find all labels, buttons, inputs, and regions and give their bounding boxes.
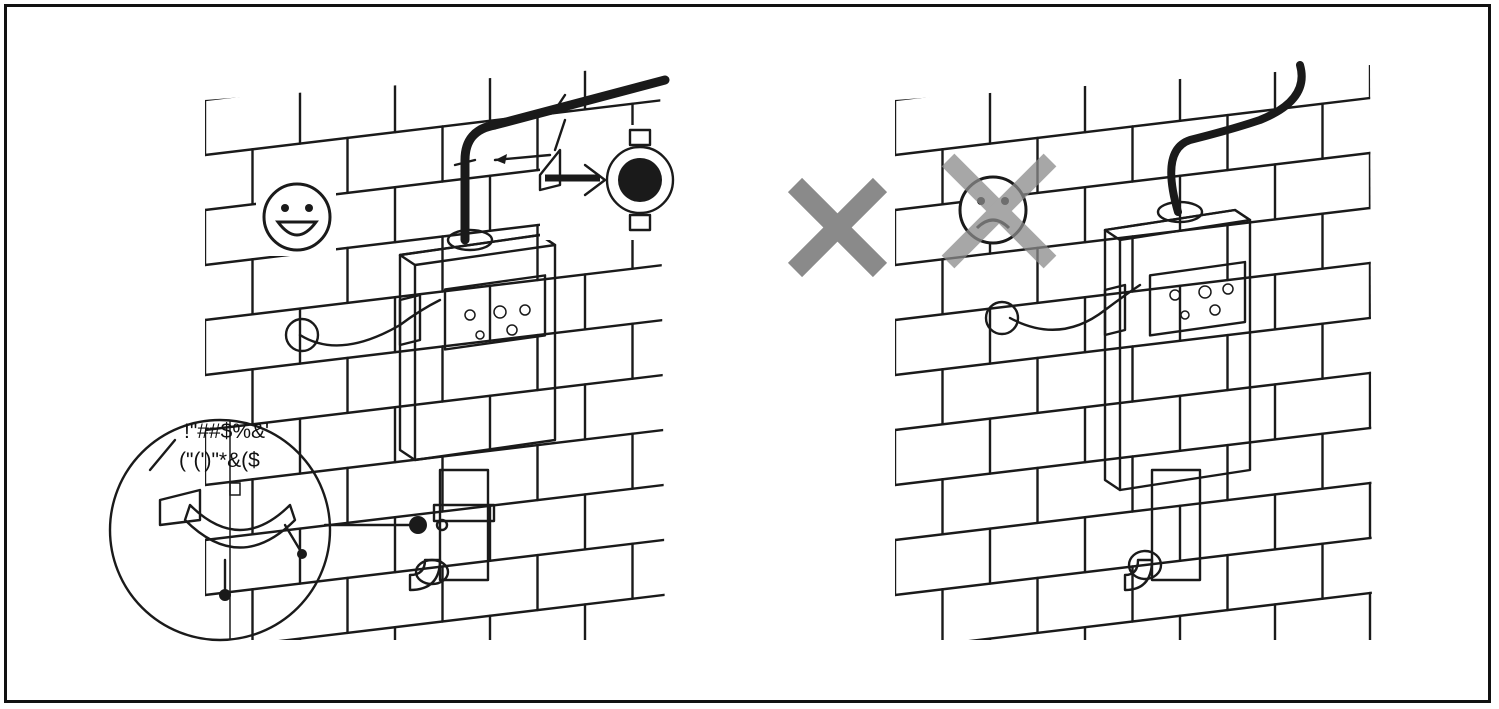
- right-panel: [787, 61, 1372, 640]
- cross-mark-icon: [787, 177, 888, 278]
- wall-outlet-right: [984, 300, 1020, 336]
- smiling-face-icon: [256, 178, 336, 256]
- figure-frame: [4, 4, 1491, 703]
- left-panel: !"##$%&' ("(')"*&($: [108, 65, 680, 642]
- drain-pipe-left: [408, 468, 496, 592]
- control-box-left: [398, 228, 557, 462]
- wall-outlet-left: [284, 317, 320, 353]
- zoom-label-line-2: ("(')"*&($: [179, 449, 260, 472]
- clip-detail-inset: [493, 118, 680, 240]
- cable-right: [1167, 61, 1306, 216]
- control-box-right: [1103, 200, 1252, 492]
- cable-left: [460, 75, 670, 245]
- brick-wall-right: [895, 65, 1372, 640]
- drain-pipe-right: [1123, 468, 1202, 592]
- zoom-label-line-1: !"##$%&': [184, 420, 269, 443]
- cross-mark-icon-overlay: [941, 153, 1057, 269]
- zoom-circle: !"##$%&' ("(')"*&($: [108, 418, 422, 642]
